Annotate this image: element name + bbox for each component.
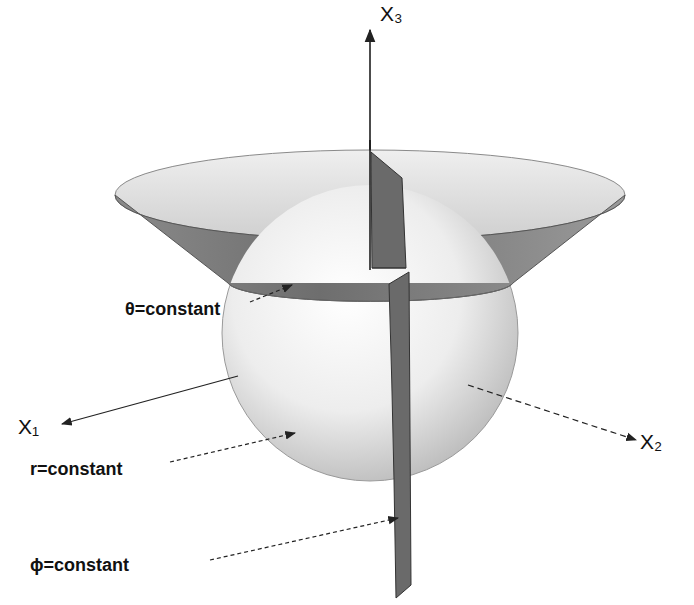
x3-axis-inner: [369, 140, 371, 270]
surface-label: θ=constant: [125, 300, 220, 320]
surface-label: r=constant: [30, 460, 123, 480]
phi-plane-lower: [389, 272, 411, 598]
x1-axis: [62, 376, 238, 424]
phi-plane-upper: [371, 152, 406, 268]
r-leader: [170, 433, 295, 462]
surface-label: ϕ=constant: [30, 556, 129, 576]
axis-label: X₃: [380, 2, 403, 25]
x3-axis: [369, 30, 371, 300]
axis-label: X₁: [18, 415, 39, 438]
phi-leader: [210, 518, 398, 560]
plane-cone-cut: [372, 267, 406, 268]
axis-label: X₂: [640, 430, 662, 453]
theta-leader: [250, 285, 292, 302]
x2-axis: [468, 385, 636, 440]
cone-sphere-rim: [228, 283, 513, 301]
